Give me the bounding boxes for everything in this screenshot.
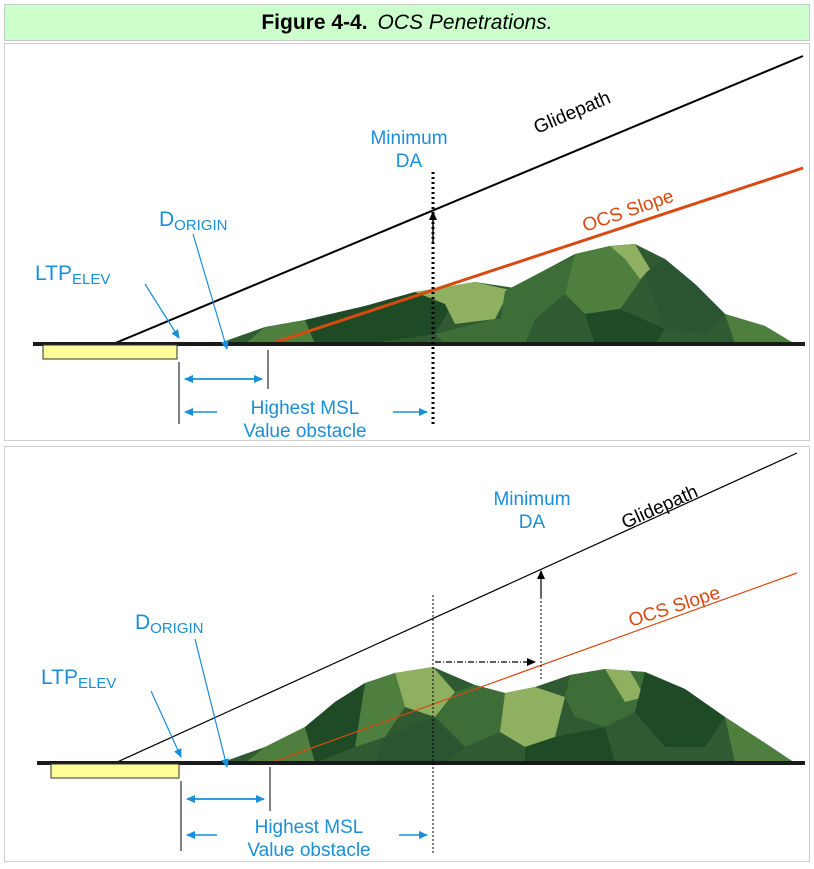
runway-rect xyxy=(42,344,178,360)
figure-title-bar: Figure 4-4. OCS Penetrations. xyxy=(4,4,810,41)
glidepath-label: Glidepath xyxy=(618,481,701,533)
diagram-top-svg: Glidepath OCS Slope Minimum DA DORIGIN L… xyxy=(33,55,805,442)
ocs-slope-label: OCS Slope xyxy=(626,582,723,631)
terrain-hills xyxy=(217,244,795,344)
diagram-bottom-svg: Glidepath OCS Slope Minimum DA DORIGIN L… xyxy=(37,452,805,861)
highest-msl-label: Highest MSL xyxy=(255,817,364,838)
da-label: DA xyxy=(396,151,423,172)
glidepath-line xyxy=(114,452,798,764)
ocs-slope-line xyxy=(269,572,798,764)
highest-msl-label: Highest MSL xyxy=(251,398,360,419)
ocs-slope-line xyxy=(269,166,804,346)
value-obstacle-label: Value obstacle xyxy=(243,421,366,440)
ocs-slope-label: OCS Slope xyxy=(580,186,677,237)
minimum-label: Minimum xyxy=(370,128,447,149)
terrain-hills xyxy=(220,667,795,763)
diagram-panel-top: Glidepath OCS Slope Minimum DA DORIGIN L… xyxy=(4,43,810,442)
d-origin-label: DORIGIN xyxy=(159,208,228,234)
da-label: DA xyxy=(519,512,546,533)
glidepath-label: Glidepath xyxy=(531,87,614,138)
figure-label: Figure 4-4. xyxy=(261,10,368,34)
glidepath-line xyxy=(112,55,804,345)
value-obstacle-label: Value obstacle xyxy=(247,840,370,861)
minimum-label: Minimum xyxy=(493,489,570,510)
d-origin-pointer xyxy=(192,233,229,350)
ltp-elev-label: LTPELEV xyxy=(41,666,116,692)
figure-caption: OCS Penetrations. xyxy=(377,10,553,34)
ltp-elev-label: LTPELEV xyxy=(35,262,110,288)
diagram-panel-bottom: Glidepath OCS Slope Minimum DA DORIGIN L… xyxy=(4,446,810,862)
d-origin-pointer xyxy=(194,638,229,768)
runway-rect xyxy=(50,763,180,779)
d-origin-label: DORIGIN xyxy=(135,611,204,637)
ltp-elev-pointer xyxy=(150,690,182,758)
ltp-elev-pointer xyxy=(144,283,180,339)
